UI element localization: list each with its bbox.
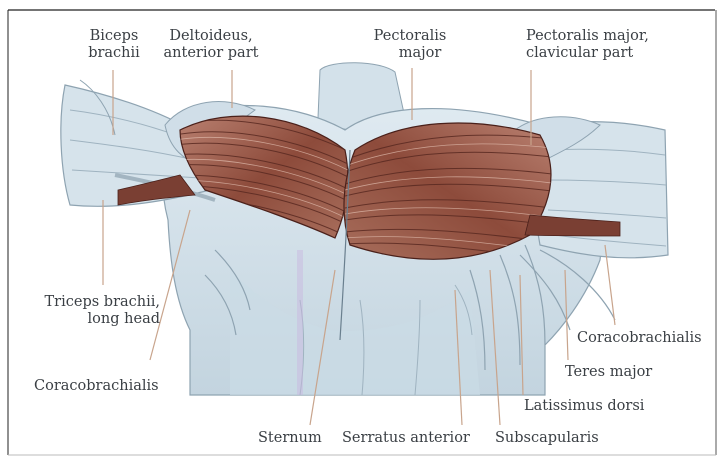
label-coracobrachialis-right: Coracobrachialis	[577, 330, 702, 347]
label-triceps-line1: Triceps brachii,	[10, 294, 160, 311]
label-biceps-line2: brachii	[72, 45, 156, 62]
label-serratus-anterior: Serratus anterior	[342, 430, 470, 447]
label-deltoideus: Deltoideus, anterior part	[150, 28, 272, 62]
label-pect-major-line1: Pectoralis	[362, 28, 458, 45]
label-pectoralis-major: Pectoralis major	[362, 28, 458, 62]
label-teres-major: Teres major	[565, 364, 652, 381]
label-sternum: Sternum	[258, 430, 322, 447]
label-deltoid-line1: Deltoideus,	[150, 28, 272, 45]
label-triceps: Triceps brachii, long head	[10, 294, 160, 328]
label-pect-major-line2: major	[362, 45, 458, 62]
label-triceps-line2: long head	[10, 311, 160, 328]
label-subscapularis: Subscapularis	[495, 430, 599, 447]
label-pect-clav-line1: Pectoralis major,	[526, 28, 676, 45]
label-biceps-line1: Biceps	[72, 28, 156, 45]
label-biceps-brachii: Biceps brachii	[72, 28, 156, 62]
label-coracobrachialis-left: Coracobrachialis	[34, 378, 159, 395]
label-pect-clav-line2: clavicular part	[526, 45, 676, 62]
label-latissimus-dorsi: Latissimus dorsi	[524, 398, 644, 415]
label-deltoid-line2: anterior part	[150, 45, 272, 62]
label-pectoralis-clavicular: Pectoralis major, clavicular part	[526, 28, 676, 62]
